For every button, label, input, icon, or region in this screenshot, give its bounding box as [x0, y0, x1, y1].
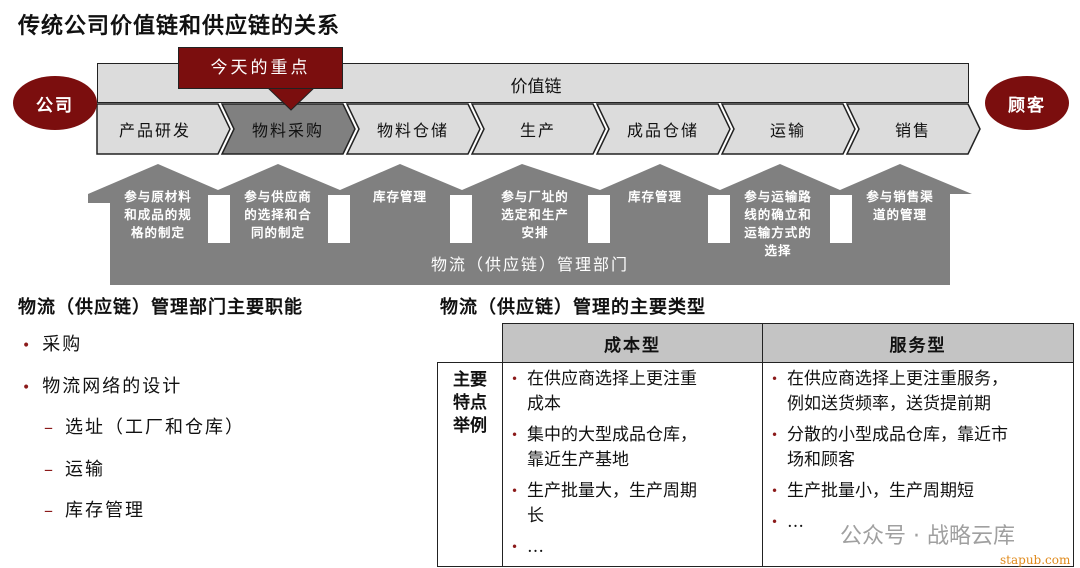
function-item: •采购: [22, 334, 83, 355]
site-watermark: stapub.com: [1000, 553, 1071, 567]
focus-callout: 今天的重点: [178, 47, 343, 89]
chain-graphics: [88, 87, 981, 285]
chevron-1: [220, 103, 356, 155]
house-gap: [708, 195, 730, 243]
function-item: –选址（工厂和仓库）: [44, 417, 245, 438]
feature-item: •生产批量小，生产周期短: [771, 481, 974, 501]
types-table: 成本型 服务型 主要 特点 举例 •在供应商选择上更注重成本 •集中的大型成品仓库…: [437, 323, 1074, 567]
chevron-5: [720, 103, 856, 155]
feature-item: •生产批量大，生产周期长: [511, 481, 697, 526]
chevron-6: [845, 103, 981, 155]
watermark: 公众号 · 战略云库: [840, 524, 1015, 549]
segment-label: 物料仓储: [376, 121, 449, 140]
function-item: –库存管理: [44, 500, 145, 521]
activity-label: 库存管理: [372, 189, 427, 204]
row-label-line: 主要: [453, 370, 487, 390]
department-label: 物流（供应链）管理部门: [430, 255, 630, 274]
activity-label: 参与销售渠道的管理: [866, 189, 934, 222]
segment-label: 生产: [519, 121, 556, 140]
house-gap: [208, 195, 230, 243]
segment-label: 运输: [769, 121, 806, 140]
row-label-line: 特点: [453, 393, 487, 413]
feature-item: •在供应商选择上更注重服务，例如送货频率，送货提前期: [771, 369, 1008, 414]
segment-label: 产品研发: [118, 121, 191, 140]
house-gap: [588, 195, 610, 243]
activity-label: 参与原材料和成品的规格的制定: [124, 189, 192, 240]
company-ellipse: 公司: [13, 76, 97, 130]
functions-heading: 物流（供应链）管理部门主要职能: [18, 297, 303, 318]
feature-item: •在供应商选择上更注重成本: [511, 369, 697, 414]
segment-label: 物料采购: [251, 121, 324, 140]
house-gap: [450, 195, 472, 243]
chevron-4: [595, 103, 731, 155]
activity-label: 参与运输路线的确立和运输方式的选择: [744, 189, 812, 258]
types-heading: 物流（供应链）管理的主要类型: [440, 297, 706, 318]
segment-label: 销售: [894, 121, 931, 140]
chevron-0: [96, 103, 231, 155]
house-gap: [830, 195, 852, 243]
segment-label: 成品仓储: [626, 121, 699, 140]
col-header-service: 服务型: [762, 323, 1074, 363]
feature-item: •分散的小型成品仓库，靠近市场和顾客: [771, 425, 1008, 470]
activity-label: 参与厂址的选定和生产安排: [501, 189, 569, 240]
chevron-3: [470, 103, 606, 155]
feature-item: •集中的大型成品仓库，靠近生产基地: [511, 425, 697, 470]
customer-ellipse: 顾客: [985, 76, 1069, 130]
feature-item: •…: [771, 512, 804, 532]
feature-item: •…: [511, 537, 544, 557]
page-title: 传统公司价值链和供应链的关系: [18, 13, 341, 39]
value-chain-label: 价值链: [510, 77, 562, 97]
logistics-houses: [88, 164, 972, 285]
chevron-2: [345, 103, 481, 155]
cost-cell: •在供应商选择上更注重成本 •集中的大型成品仓库，靠近生产基地 •生产批量大，生产周…: [502, 362, 763, 567]
row-label: 主要 特点 举例: [437, 362, 503, 567]
col-header-cost: 成本型: [502, 323, 763, 363]
service-cell: •在供应商选择上更注重服务，例如送货频率，送货提前期 •分散的小型成品仓库，靠近市…: [762, 362, 1074, 567]
activity-label: 库存管理: [627, 189, 682, 204]
function-item: •物流网络的设计: [22, 375, 183, 397]
house-gap: [328, 195, 350, 243]
row-label-line: 举例: [453, 416, 487, 436]
chevron-row: [96, 103, 981, 155]
function-item: –运输: [44, 458, 105, 480]
activity-label: 参与供应商的选择和合同的制定: [244, 189, 312, 240]
